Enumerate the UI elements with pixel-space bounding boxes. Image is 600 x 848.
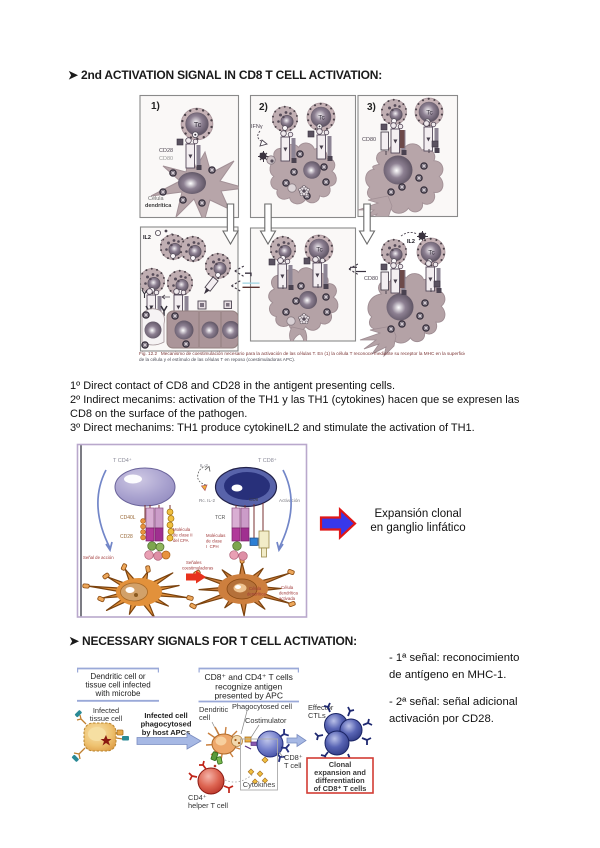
svg-text:activada: activada xyxy=(279,596,296,601)
svg-text:Effector: Effector xyxy=(308,703,334,712)
svg-text:1): 1) xyxy=(151,101,160,112)
svg-text:Activación: Activación xyxy=(279,498,300,503)
svg-text:TCR: TCR xyxy=(215,515,226,521)
svg-text:Infected: Infected xyxy=(93,706,119,715)
svg-text:Cytokines: Cytokines xyxy=(243,780,276,789)
svg-text:CD80: CD80 xyxy=(362,137,376,143)
svg-text:coestimuladoras: coestimuladoras xyxy=(182,566,213,571)
svg-text:de clase: de clase xyxy=(206,539,223,544)
svg-text:Fig. 12.2 Mecanismo de coest: Fig. 12.2 Mecanismo de coestimulación ne… xyxy=(139,351,465,356)
svg-text:of CD8⁺ T cells: of CD8⁺ T cells xyxy=(314,784,367,793)
svg-text:with microbe: with microbe xyxy=(95,689,141,698)
svg-text:Phagocytosed cell: Phagocytosed cell xyxy=(232,702,292,711)
svg-text:del CPA: del CPA xyxy=(173,538,189,543)
svg-text:CD80: CD80 xyxy=(364,276,378,282)
svg-text:CD8⁺: CD8⁺ xyxy=(284,753,303,762)
svg-text:helper T cell: helper T cell xyxy=(188,801,228,810)
svg-text:CD8⁺ and CD4⁺ T cells: CD8⁺ and CD4⁺ T cells xyxy=(204,672,293,682)
svg-text:CD28: CD28 xyxy=(159,148,173,154)
svg-text:phagocytosed: phagocytosed xyxy=(141,720,192,729)
svg-text:IL2: IL2 xyxy=(143,235,151,241)
svg-text:cell: cell xyxy=(199,713,210,722)
svg-text:Dendritic cell or: Dendritic cell or xyxy=(90,672,145,681)
svg-text:tissue cell infected: tissue cell infected xyxy=(85,681,150,690)
svg-text:IL2: IL2 xyxy=(407,239,415,245)
svg-text:differentiation: differentiation xyxy=(315,776,365,785)
svg-text:Señal de acción: Señal de acción xyxy=(83,555,114,560)
svg-text:Moléculas: Moléculas xyxy=(206,533,225,538)
svg-text:CD40L: CD40L xyxy=(120,515,136,521)
svg-text:CD80: CD80 xyxy=(159,156,173,162)
svg-text:T CD4⁺: T CD4⁺ xyxy=(113,457,132,464)
svg-text:tissue cell: tissue cell xyxy=(90,714,123,723)
svg-text:T cell: T cell xyxy=(284,761,302,770)
svg-text:Señales: Señales xyxy=(186,560,202,565)
svg-text:IFNγ: IFNγ xyxy=(251,124,263,130)
svg-text:Rc. IL-2: Rc. IL-2 xyxy=(199,498,216,503)
svg-text:I CPH: I CPH xyxy=(206,544,219,549)
svg-text:CD28: CD28 xyxy=(120,534,133,540)
svg-text:Célula: Célula xyxy=(249,586,262,591)
svg-text:Célula: Célula xyxy=(148,196,165,202)
svg-text:Infected cell: Infected cell xyxy=(144,711,187,720)
svg-text:Molécula: Molécula xyxy=(173,527,191,532)
svg-text:dendrítica: dendrítica xyxy=(279,591,298,596)
svg-text:Célula: Célula xyxy=(281,585,294,590)
svg-text:T CD8⁺: T CD8⁺ xyxy=(258,457,277,464)
svg-text:Costimulator: Costimulator xyxy=(245,716,287,725)
svg-text:3): 3) xyxy=(367,102,376,113)
svg-text:dendrítica: dendrítica xyxy=(247,592,266,597)
svg-text:Dendritic: Dendritic xyxy=(199,705,228,714)
svg-text:IL-2: IL-2 xyxy=(200,463,208,468)
svg-text:presented by APC: presented by APC xyxy=(214,690,283,700)
svg-text:de clase II: de clase II xyxy=(173,533,193,538)
svg-text:by host APCs: by host APCs xyxy=(142,728,190,737)
svg-text:CD8: CD8 xyxy=(249,497,259,502)
svg-text:2): 2) xyxy=(259,102,268,113)
svg-text:Clonal: Clonal xyxy=(329,760,352,769)
svg-text:dendrítica: dendrítica xyxy=(145,203,172,209)
svg-text:de la célula y el estímulo de: de la célula y el estímulo de las célula… xyxy=(139,357,295,362)
svg-text:CD4⁺: CD4⁺ xyxy=(188,793,207,802)
svg-text:CTLs: CTLs xyxy=(308,711,326,720)
svg-text:expansion and: expansion and xyxy=(314,768,366,777)
svg-text:recognize antigen: recognize antigen xyxy=(215,681,282,691)
